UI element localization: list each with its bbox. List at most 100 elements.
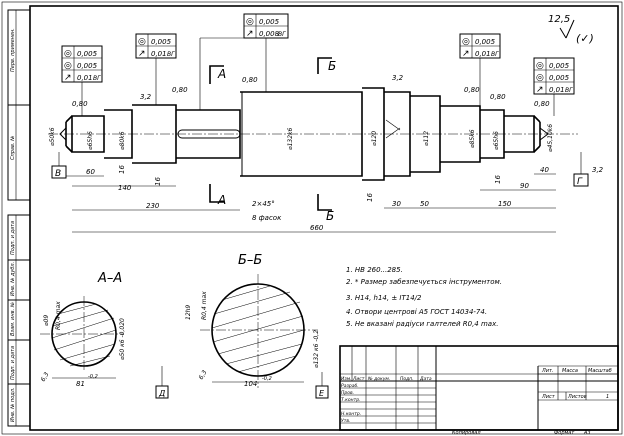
title-block: Изм. Лист № докум. Подп. Дата Разраб. Пр… — [339, 345, 619, 436]
dim-chamfer-count: 8 фасок — [252, 214, 282, 222]
dim-50: 50 — [420, 200, 429, 208]
tb-massa: Масса — [562, 368, 578, 374]
note-1: 1. НВ 260...285. — [346, 266, 403, 274]
ra-5: 3,2 — [392, 74, 404, 82]
svg-text:↗: ↗ — [462, 49, 470, 59]
base-v: В — [55, 169, 61, 179]
svg-text:0,005: 0,005 — [77, 50, 98, 58]
note-5: 5. Не вказані радіуси галтелей R0,4 max. — [346, 320, 498, 328]
dia-65a: ⌀65h6 — [87, 131, 94, 150]
svg-text:0,005: 0,005 — [259, 18, 280, 26]
side-label-inv-podl: Инв. № подл. — [10, 388, 16, 423]
tb-podp: Подп. — [400, 376, 414, 382]
svg-text:0,005: 0,005 — [549, 74, 570, 82]
cut-label-a-top: А — [217, 67, 226, 81]
roughness-value: 12,5 — [548, 14, 570, 25]
aa-width: 81 — [76, 380, 85, 388]
dim-60: 60 — [86, 168, 95, 176]
svg-text:0,005: 0,005 — [549, 62, 570, 70]
tb-format-val: А3 — [583, 430, 591, 436]
dim-90: 90 — [520, 182, 529, 190]
svg-text:ВГ: ВГ — [565, 87, 573, 94]
svg-text:0,01: 0,01 — [549, 86, 565, 94]
tb-masshtab: Масштаб — [588, 368, 612, 374]
tb-listov-val: 1 — [606, 394, 609, 400]
section-markers: А А Б Б — [209, 57, 336, 223]
tolerance-frame-top: ◎ 0,005 ↗ 0,008 ВГ — [243, 13, 289, 39]
side-label-sprav: Справ. № — [10, 136, 16, 160]
svg-text:0,008: 0,008 — [259, 30, 280, 38]
ra-4: 0,80 — [242, 76, 258, 84]
base-g: Г — [577, 177, 583, 187]
svg-text:↗: ↗ — [246, 29, 254, 39]
technical-notes: 1. НВ 260...285. 2. * Размер забезпечуєт… — [346, 266, 502, 328]
section-aa-title: А–А — [97, 271, 122, 286]
dia-80: ⌀80k6 — [119, 131, 126, 150]
dim-chamfer: 2×45° — [252, 200, 275, 208]
svg-text:ВГ: ВГ — [278, 31, 286, 38]
tb-utv: Утв. — [341, 418, 350, 424]
drawing-frame — [29, 5, 619, 431]
base-e: Е — [319, 389, 325, 398]
svg-text:◎: ◎ — [536, 61, 544, 71]
tb-ndoc: № докум. — [367, 376, 390, 382]
aa-angle: 6,3 — [40, 371, 51, 383]
aa-keydia: ⌀50 к6 -0,020 — [119, 318, 126, 360]
side-label-podp2: Подп. и дата — [10, 346, 16, 380]
dia-112: ⌀112 — [423, 131, 430, 146]
dia-132: ⌀132k6 — [287, 127, 294, 150]
aa-bottom: R0,4 max — [55, 301, 62, 330]
dim-660: 660 — [310, 224, 324, 232]
dia-50: ⌀50k6 — [49, 127, 56, 146]
ra-3: 0,80 — [172, 86, 188, 94]
note-3: 3. H14, h14, ± IT14/2 — [346, 294, 422, 302]
svg-text:0,005: 0,005 — [475, 38, 496, 46]
surface-roughness-labels: 0,80 3,2 0,80 0,80 3,2 0,80 0,80 0,80 — [72, 74, 550, 108]
tolerance-frame-left: ◎ 0,005 ◎ 0,005 ↗ 0,01 ВГ — [61, 45, 103, 83]
tolerance-frame-mid-left: ◎ 0,005 ↗ 0,01 ВГ — [135, 33, 177, 59]
section-aa: А–А ⌀09 R0,4 max ⌀50 к6 -0,020 81 -0,2 6… — [40, 271, 169, 399]
dim-16c: 16 — [366, 193, 374, 202]
dim-230: 230 — [146, 202, 160, 210]
svg-text:◎: ◎ — [64, 49, 72, 59]
note-4: 4. Отвори центрові А5 ГОСТ 14034-74. — [346, 308, 487, 316]
dim-30: 30 — [392, 200, 401, 208]
tolerance-frame-right: ◎ 0,005 ◎ 0,005 ↗ 0,01 ВГ — [533, 57, 575, 95]
svg-text:◎: ◎ — [138, 37, 146, 47]
side-label-inv-dubl: Инв. № дубл. — [10, 262, 16, 296]
tb-listov: Листов — [567, 394, 587, 400]
svg-text:◎: ◎ — [246, 17, 254, 27]
ra-2: 3,2 — [140, 93, 152, 101]
svg-text:ВГ: ВГ — [167, 51, 175, 58]
side-label-vzam: Взам. инв. № — [10, 302, 16, 336]
tb-data: Дата — [419, 376, 432, 382]
dim-40: 40 — [540, 166, 549, 174]
side-strip: Перв. применен. Справ. № Подп. и дата Ин… — [7, 9, 31, 427]
bb-depth: 12h9 — [185, 305, 192, 320]
svg-text:ВГ: ВГ — [93, 75, 101, 82]
tb-lit: Лит. — [541, 368, 554, 374]
side-roughness: 3,2 — [592, 166, 604, 174]
aa-depth: ⌀09 — [43, 315, 50, 326]
ra-1: 0,80 — [72, 100, 88, 108]
shaft-outline — [59, 87, 549, 181]
tolerance-frame-mid-right: ◎ 0,005 ↗ 0,01 ВГ — [459, 33, 501, 59]
bb-width-tol: -0,2 — [262, 376, 272, 382]
svg-text:↗: ↗ — [536, 85, 544, 95]
diameter-labels: ⌀50k6 ⌀65h6 ⌀80k6 ⌀132k6 ⌀120 ⌀112 ⌀85k6… — [49, 124, 554, 152]
tb-prov: Пров. — [341, 390, 354, 396]
dia-45: ⌀45,10k6 — [547, 124, 554, 152]
section-bb: Б–Б 12h9 R0,4 max ⌀132 к6 -0,2 104 -0,2 … — [185, 253, 329, 399]
svg-text:↗: ↗ — [64, 73, 72, 83]
ra-6: 0,80 — [464, 86, 480, 94]
tb-list-r: Лист — [541, 394, 556, 400]
cut-label-b-bottom: Б — [326, 209, 334, 223]
note-2: 2. * Размер забезпечується інструментом. — [346, 278, 502, 286]
tb-tkontr: Т.контр. — [341, 397, 361, 403]
bb-angle: 6,3 — [198, 369, 209, 381]
dim-150: 150 — [498, 200, 512, 208]
bb-width: 104 — [244, 380, 257, 388]
bb-bottom: R0,4 max — [201, 291, 208, 320]
ra-7: 0,80 — [490, 93, 506, 101]
dimensions: 60 16 140 16 230 2×45° 8 фасок 660 16 30… — [66, 165, 556, 233]
